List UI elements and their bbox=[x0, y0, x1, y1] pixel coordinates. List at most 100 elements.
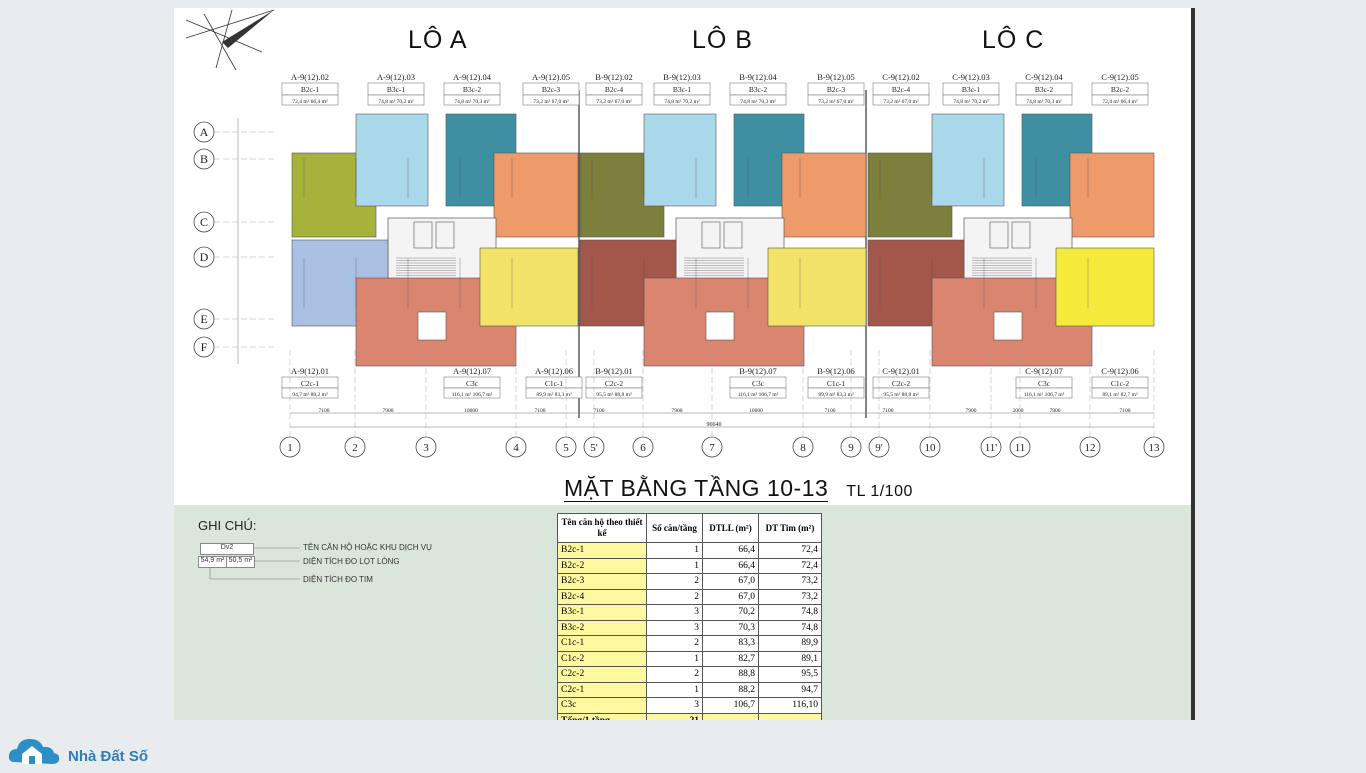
cell-count: 3 bbox=[646, 619, 703, 636]
cell-name: B3c-1 bbox=[557, 604, 647, 621]
unit-area-label: 73,2 m² 67,0 m² bbox=[818, 99, 854, 105]
row-axis-label: E bbox=[200, 312, 207, 326]
column-axis-label: 9 bbox=[848, 442, 854, 454]
unit-type-label: B2c-2 bbox=[1111, 85, 1130, 94]
unit-area-box bbox=[281, 94, 339, 106]
legend-code-box: Dv2 bbox=[200, 543, 254, 555]
unit-area-box bbox=[585, 94, 643, 106]
unit-area-label: 89,9 m² 83,3 m² bbox=[536, 392, 572, 398]
table-header-name: Tên căn hộ theo thiết kế bbox=[557, 513, 647, 543]
lot-plan bbox=[867, 113, 1155, 367]
unit-area-label: 72,4 m² 66,4 m² bbox=[1102, 99, 1138, 105]
unit-type-label: C1c-1 bbox=[545, 379, 564, 388]
dimension-label: 7900 bbox=[672, 408, 683, 414]
cell-name: B2c-3 bbox=[557, 573, 647, 590]
unit-code-label: A-9(12).01 bbox=[291, 366, 329, 376]
cell-name: Tổng/1 tầng bbox=[557, 712, 647, 720]
unit-code-label: A-9(12).07 bbox=[453, 366, 491, 376]
column-axis-label: 11 bbox=[1015, 442, 1026, 454]
column-axis-label: 7 bbox=[709, 442, 715, 454]
unit-area-box bbox=[1091, 387, 1149, 399]
unit-area-box bbox=[729, 387, 787, 399]
unit-area-label: 74,8 m² 70,3 m² bbox=[740, 99, 776, 105]
unit-type-label: B3c-1 bbox=[673, 85, 692, 94]
unit-code-label: C-9(12).02 bbox=[882, 72, 920, 82]
unit-area-box bbox=[443, 387, 501, 399]
cell-dtll: 82,7 bbox=[702, 650, 759, 667]
unit-area-box bbox=[1091, 94, 1149, 106]
light-well bbox=[417, 311, 447, 341]
column-axis-marker bbox=[701, 436, 723, 458]
unit-code-label: C-9(12).07 bbox=[1025, 366, 1063, 376]
cell-dttim: 89,1 bbox=[758, 650, 822, 667]
cell-dttim: 89,9 bbox=[758, 635, 822, 652]
unit-type-label: B2c-4 bbox=[892, 85, 911, 94]
unit-area-box bbox=[281, 387, 339, 399]
row-axis-label: F bbox=[201, 340, 208, 354]
unit-area-label: 73,2 m² 67,0 m² bbox=[533, 99, 569, 105]
unit-code-label: C-9(12).05 bbox=[1101, 72, 1139, 82]
cell-dttim: 73,2 bbox=[758, 588, 822, 605]
dimension-label: 7100 bbox=[594, 408, 605, 414]
unit-area-label: 89,9 m² 83,3 m² bbox=[818, 392, 854, 398]
cell-name: B2c-2 bbox=[557, 557, 647, 574]
cell-dtll bbox=[702, 712, 759, 720]
legend-title: GHI CHÚ: bbox=[198, 518, 257, 533]
cell-dtll: 106,7 bbox=[702, 697, 759, 714]
legend-area-right: 50,5 m² bbox=[226, 556, 255, 568]
apartment-unit bbox=[931, 113, 1005, 207]
cell-count: 1 bbox=[646, 650, 703, 667]
cell-dtll: 70,3 bbox=[702, 619, 759, 636]
unit-type-label: B2c-4 bbox=[605, 85, 624, 94]
apartment-unit bbox=[767, 247, 867, 327]
unit-area-label: 73,2 m² 67,0 m² bbox=[596, 99, 632, 105]
cell-dtll: 83,3 bbox=[702, 635, 759, 652]
unit-type-label: C1c-1 bbox=[827, 379, 846, 388]
sheet-edge bbox=[1191, 8, 1195, 720]
column-axis-label: 4 bbox=[513, 442, 519, 454]
cell-name: B3c-2 bbox=[557, 619, 647, 636]
unit-area-label: 72,4 m² 66,4 m² bbox=[292, 99, 328, 105]
cell-count: 2 bbox=[646, 635, 703, 652]
unit-area-label: 116,1 m² 106,7 m² bbox=[452, 392, 493, 398]
unit-area-label: 74,8 m² 70,2 m² bbox=[664, 99, 700, 105]
cell-dtll: 70,2 bbox=[702, 604, 759, 621]
cell-dtll: 88,2 bbox=[702, 681, 759, 698]
unit-area-label: 95,5 m² 88,8 m² bbox=[883, 392, 919, 398]
cell-count: 3 bbox=[646, 697, 703, 714]
unit-code-label: A-9(12).04 bbox=[453, 72, 492, 82]
cell-dtll: 88,8 bbox=[702, 666, 759, 683]
dimension-label: 7900 bbox=[1050, 408, 1061, 414]
unit-code-label: B-9(12).04 bbox=[739, 72, 777, 82]
cell-dttim: 94,7 bbox=[758, 681, 822, 698]
unit-area-box bbox=[522, 94, 580, 106]
column-axis-marker bbox=[505, 436, 527, 458]
table-total-row: Tổng/1 tầng21 bbox=[557, 712, 822, 720]
unit-type-label: B2c-3 bbox=[542, 85, 561, 94]
unit-type-label: B3c-2 bbox=[749, 85, 768, 94]
legend-leaders bbox=[209, 547, 300, 580]
legend-line-gross-area: DIỆN TÍCH ĐO TIM bbox=[303, 575, 373, 584]
dimension-label: 7100 bbox=[1120, 408, 1131, 414]
cell-dtll: 67,0 bbox=[702, 573, 759, 590]
unit-area-label: 94,7 m² 88,2 m² bbox=[292, 392, 328, 398]
unit-area-box bbox=[872, 387, 930, 399]
plan-scale: TL 1/100 bbox=[846, 483, 913, 500]
cell-count: 2 bbox=[646, 666, 703, 683]
elevator bbox=[435, 221, 455, 249]
column-axis-marker bbox=[1079, 436, 1101, 458]
apartment-unit bbox=[781, 152, 867, 238]
column-axis-label: 11' bbox=[985, 442, 998, 454]
cell-name: C3c bbox=[557, 697, 647, 714]
nha-dat-so-logo: Nhà Đất Số bbox=[8, 732, 168, 766]
cell-count: 2 bbox=[646, 588, 703, 605]
unit-type-label: C2c-1 bbox=[301, 379, 320, 388]
dimension-label: 7100 bbox=[825, 408, 836, 414]
